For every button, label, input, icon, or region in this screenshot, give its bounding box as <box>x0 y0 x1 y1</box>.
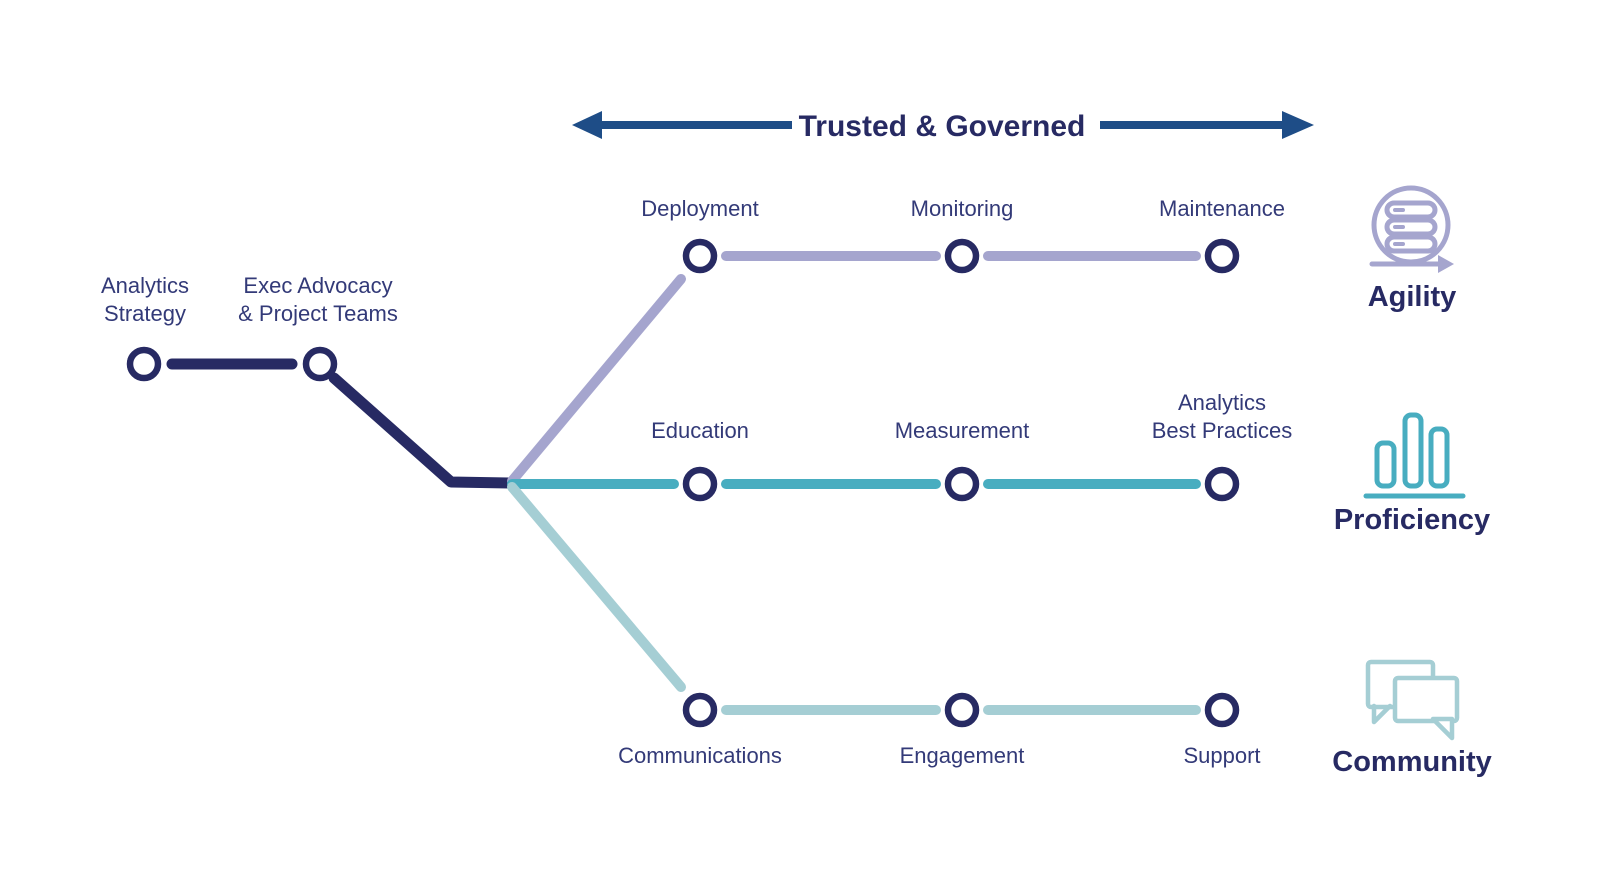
left-arrow-icon <box>572 111 792 139</box>
branch-category-label: Agility <box>1368 281 1457 313</box>
branch-diagonal <box>507 482 686 692</box>
station-label: Deployment <box>641 196 758 221</box>
branch-agility: Deployment Monitoring Maintenance Agilit… <box>507 185 1457 486</box>
header-title: Trusted & Governed <box>799 110 1086 143</box>
station-label: Engagement <box>900 743 1025 768</box>
trunk-branch-line <box>328 372 518 489</box>
station-node <box>682 238 718 274</box>
start-node-label: Exec Advocacy <box>243 273 392 298</box>
bar-chart-icon <box>1363 412 1466 499</box>
branch-community: Communications Engagement Support Commun… <box>507 482 1492 778</box>
chat-bubbles-icon <box>1365 659 1460 741</box>
station-label: Best Practices <box>1152 418 1293 443</box>
station-node <box>1204 238 1240 274</box>
start-node-label: Analytics <box>101 273 189 298</box>
trusted-governed-header: Trusted & Governed <box>572 110 1314 143</box>
station-label: Monitoring <box>911 196 1014 221</box>
station-label: Measurement <box>895 418 1030 443</box>
station-label: Communications <box>618 743 782 768</box>
start-node-label: & Project Teams <box>238 301 398 326</box>
station-node <box>944 238 980 274</box>
branch-category-label: Proficiency <box>1334 504 1490 536</box>
station-node <box>682 692 718 728</box>
station-label: Education <box>651 418 749 443</box>
station-label: Support <box>1183 743 1260 768</box>
station-node <box>682 466 718 502</box>
agile-loop-icon <box>1369 185 1454 273</box>
station-label: Maintenance <box>1159 196 1285 221</box>
station-node <box>1204 692 1240 728</box>
station-node <box>1204 466 1240 502</box>
station-node <box>944 466 980 502</box>
station-node <box>302 346 338 382</box>
start-path: Analytics Strategy Exec Advocacy & Proje… <box>101 273 518 489</box>
station-node <box>944 692 980 728</box>
branch-diagonal <box>507 274 686 486</box>
station-node <box>126 346 162 382</box>
start-node-label: Strategy <box>104 301 186 326</box>
branch-category-label: Community <box>1332 746 1492 778</box>
right-arrow-icon <box>1100 111 1314 139</box>
branch-proficiency: Education Measurement Analytics Best Pra… <box>507 390 1490 536</box>
station-label: Analytics <box>1178 390 1266 415</box>
